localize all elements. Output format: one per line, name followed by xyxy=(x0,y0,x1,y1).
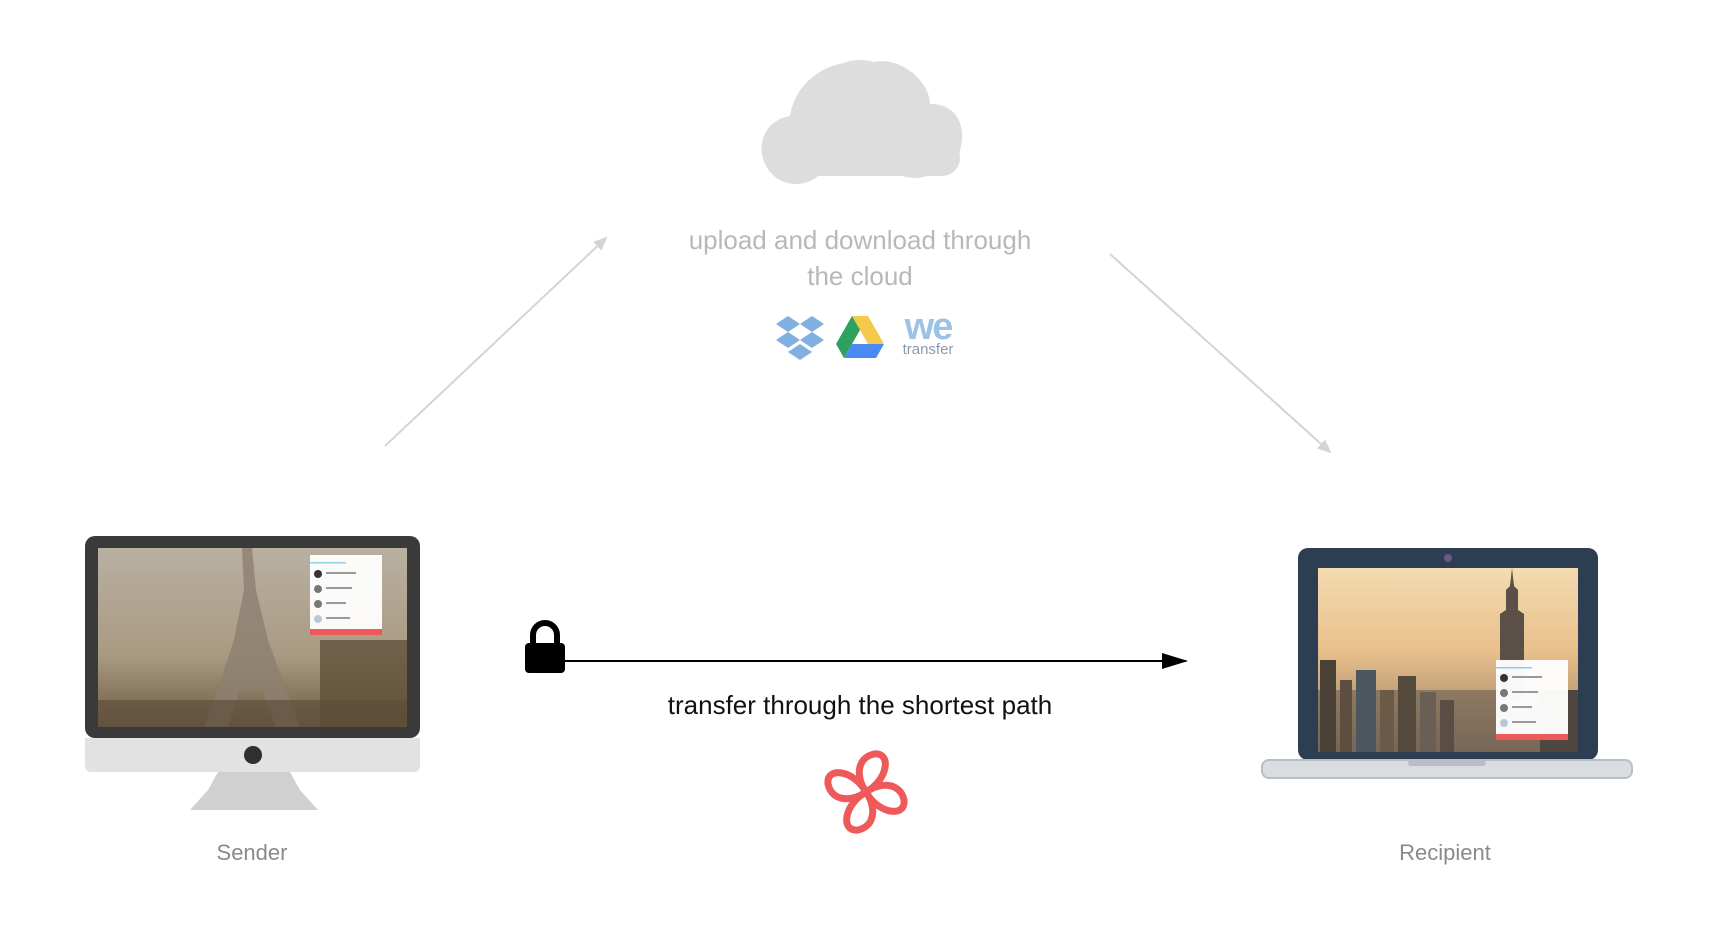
dropbox-icon xyxy=(776,316,824,360)
sender-desktop xyxy=(85,536,420,810)
download-arrow xyxy=(1109,253,1332,454)
sender-app-window xyxy=(310,555,382,635)
cloud-icon xyxy=(761,60,963,184)
direct-transfer-caption: transfer through the shortest path xyxy=(667,690,1053,720)
google-drive-icon xyxy=(836,316,884,358)
recipient-laptop xyxy=(1261,548,1633,779)
lock-icon xyxy=(525,620,565,673)
cloud-caption-line1: upload and download through xyxy=(688,225,1032,255)
wetransfer-logo-text: we xyxy=(904,306,954,348)
wetransfer-icon: we transfer xyxy=(896,308,960,357)
recipient-app-window xyxy=(1496,660,1568,740)
sender-label: Sender xyxy=(216,840,288,865)
recipient-label: Recipient xyxy=(1399,840,1491,865)
wetransfer-logo-subtext: transfer xyxy=(902,341,954,358)
upload-arrow xyxy=(384,236,608,447)
app-logo-icon xyxy=(824,750,908,834)
cloud-caption-line2: the cloud xyxy=(807,261,913,291)
cloud-caption: upload and download through the cloud xyxy=(640,222,1080,294)
